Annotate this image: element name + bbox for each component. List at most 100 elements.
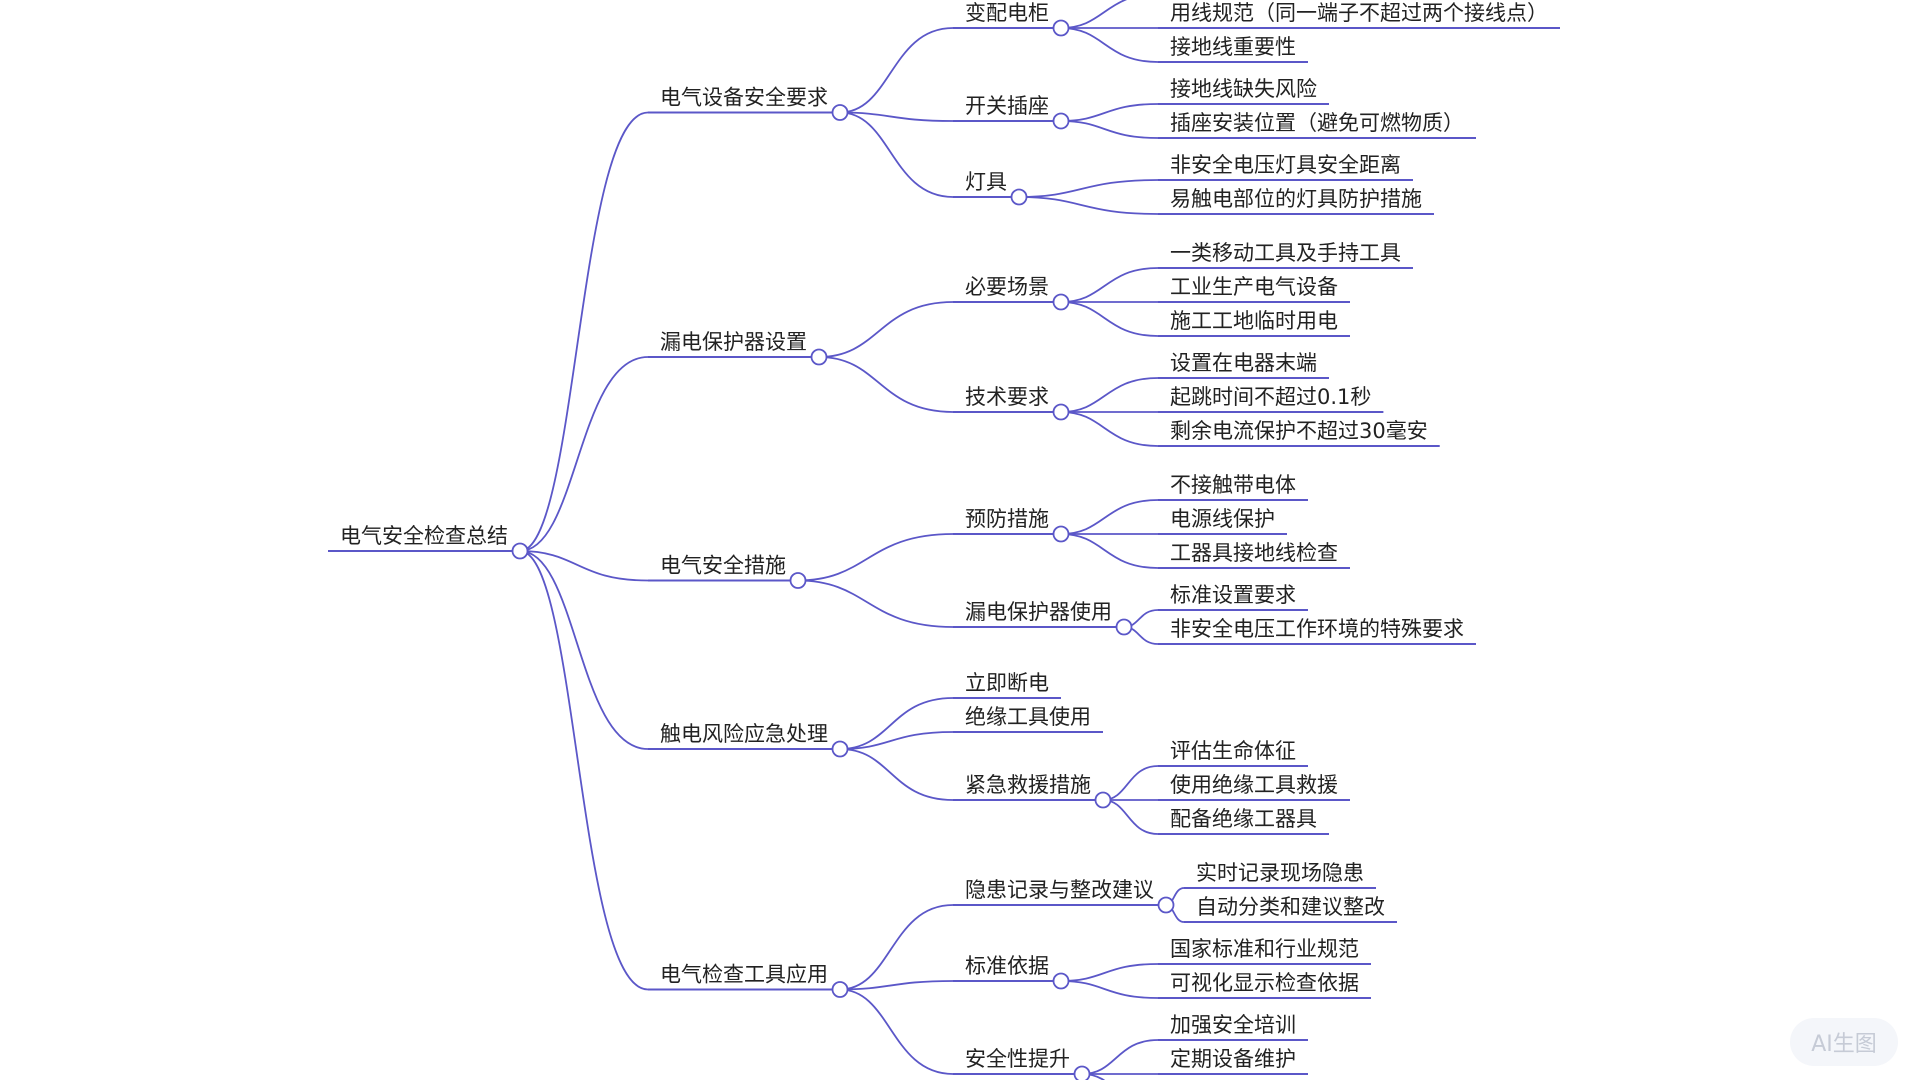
node-depth-2[interactable]: 预防措施	[953, 507, 1070, 543]
branch-connector	[1018, 196, 1159, 215]
branch-connector	[839, 731, 954, 750]
connector-layer	[519, 0, 1185, 1080]
node-depth-3[interactable]: 自动分类和建议整改	[1183, 895, 1397, 923]
node-depth-3[interactable]: 实时记录现场隐患	[1183, 861, 1376, 889]
branch-connector	[1060, 499, 1159, 535]
node-depth-2[interactable]: 技术要求	[953, 385, 1070, 421]
node-label: 用线规范（同一端子不超过两个接线点）	[1170, 1, 1548, 25]
collapse-toggle-icon[interactable]	[1052, 972, 1070, 990]
node-label: 自动分类和建议整改	[1196, 895, 1385, 919]
node-depth-3[interactable]: 易触电部位的灯具防护措施	[1158, 187, 1434, 215]
collapse-toggle-icon[interactable]	[831, 740, 849, 758]
node-depth-2[interactable]: 必要场景	[953, 275, 1070, 311]
collapse-toggle-icon[interactable]	[831, 104, 849, 121]
branch-connector	[839, 27, 954, 114]
root-node[interactable]: 电气安全检查总结	[328, 524, 529, 560]
node-depth-3[interactable]: 配备绝缘工器具	[1158, 807, 1329, 835]
branch-connector	[1060, 980, 1159, 999]
node-depth-3[interactable]: 设置在电器末端	[1158, 351, 1329, 379]
node-label: 一类移动工具及手持工具	[1170, 241, 1401, 265]
collapse-toggle-icon[interactable]	[1157, 896, 1175, 914]
branch-connector	[839, 748, 954, 801]
node-depth-3[interactable]: 定期设备维护	[1158, 1047, 1308, 1075]
collapse-toggle-icon[interactable]	[1052, 293, 1070, 311]
node-depth-3[interactable]: 插座安装位置（避免可燃物质）	[1158, 111, 1476, 139]
collapse-toggle-icon[interactable]	[1010, 188, 1028, 206]
collapse-toggle-icon[interactable]	[789, 572, 807, 589]
node-label: 评估生命体征	[1170, 739, 1296, 763]
node-depth-1[interactable]: 电气安全措施	[648, 554, 807, 589]
node-depth-3[interactable]: 接地线重要性	[1158, 35, 1308, 63]
branch-connector	[839, 904, 954, 991]
node-depth-3[interactable]: 电源线保护	[1158, 507, 1287, 535]
branch-connector	[839, 697, 954, 750]
node-depth-3[interactable]: 标准设置要求	[1158, 583, 1308, 611]
collapse-toggle-icon[interactable]	[1052, 403, 1070, 421]
node-label: 剩余电流保护不超过30毫安	[1170, 419, 1428, 443]
collapse-toggle-icon[interactable]	[1094, 791, 1112, 809]
node-depth-2[interactable]: 隐患记录与整改建议	[953, 878, 1175, 914]
branch-connector	[1081, 1073, 1106, 1080]
collapse-toggle-icon[interactable]	[1052, 525, 1070, 543]
branch-connector	[839, 111, 954, 122]
node-depth-3[interactable]: 接地线缺失风险	[1158, 77, 1329, 105]
node-label: 电气设备安全要求	[660, 86, 828, 110]
node-label: 可视化显示检查依据	[1170, 971, 1359, 995]
node-label: 工器具接地线检查	[1170, 541, 1338, 565]
node-depth-2[interactable]: 立即断电	[953, 671, 1061, 699]
node-label: 电源线保护	[1170, 507, 1275, 531]
collapse-toggle-icon[interactable]	[831, 981, 849, 998]
node-label: 施工工地临时用电	[1170, 309, 1338, 333]
node-depth-3[interactable]: 工业生产电气设备	[1158, 275, 1350, 303]
node-depth-3[interactable]: 可视化显示检查依据	[1158, 971, 1371, 999]
node-depth-3[interactable]: 起跳时间不超过0.1秒	[1158, 385, 1384, 413]
node-depth-2[interactable]: 紧急救援措施	[953, 773, 1112, 809]
node-label: 电气检查工具应用	[660, 963, 828, 987]
branch-connector	[519, 550, 649, 750]
node-depth-1[interactable]: 漏电保护器设置	[648, 330, 828, 366]
node-label: 不接触带电体	[1170, 473, 1296, 497]
node-depth-2[interactable]: 安全性提升	[953, 1047, 1091, 1080]
node-depth-3[interactable]: 用线规范（同一端子不超过两个接线点）	[1158, 1, 1560, 29]
node-depth-1[interactable]: 电气检查工具应用	[648, 963, 849, 998]
node-label: 变配电柜	[965, 1, 1049, 25]
node-depth-3[interactable]: 非安全电压灯具安全距离	[1158, 153, 1413, 181]
collapse-toggle-icon[interactable]	[810, 348, 828, 366]
node-depth-2[interactable]: 漏电保护器使用	[953, 600, 1133, 636]
node-depth-2[interactable]: 标准依据	[953, 954, 1070, 990]
branch-connector	[1060, 103, 1159, 122]
node-label: 技术要求	[965, 385, 1049, 409]
node-depth-3[interactable]: 评估生命体征	[1158, 739, 1308, 767]
node-depth-2[interactable]: 灯具	[953, 170, 1028, 206]
node-label: 国家标准和行业规范	[1170, 937, 1359, 961]
branch-connector	[1060, 301, 1159, 337]
node-depth-1[interactable]: 触电风险应急处理	[648, 722, 849, 758]
node-depth-3[interactable]: 使用绝缘工具救援	[1158, 773, 1350, 801]
collapse-toggle-icon[interactable]	[1052, 19, 1070, 37]
node-depth-3[interactable]: 不接触带电体	[1158, 473, 1308, 501]
node-depth-2[interactable]: 开关插座	[953, 94, 1070, 130]
node-depth-2[interactable]: 变配电柜	[953, 1, 1070, 37]
node-depth-3[interactable]: 非安全电压工作环境的特殊要求	[1158, 617, 1476, 645]
node-depth-3[interactable]: 加强安全培训	[1158, 1013, 1308, 1041]
node-depth-3[interactable]: 施工工地临时用电	[1158, 309, 1350, 337]
node-depth-3[interactable]: 工器具接地线检查	[1158, 541, 1350, 569]
node-depth-3[interactable]: 一类移动工具及手持工具	[1158, 241, 1413, 269]
node-label: 漏电保护器使用	[965, 600, 1112, 624]
collapse-toggle-icon[interactable]	[1115, 618, 1133, 636]
branch-connector	[797, 533, 954, 582]
node-label: 触电风险应急处理	[660, 722, 828, 746]
collapse-toggle-icon[interactable]	[1052, 112, 1070, 130]
branch-connector	[839, 980, 954, 991]
node-depth-3[interactable]: 剩余电流保护不超过30毫安	[1158, 419, 1440, 447]
node-label: 设置在电器末端	[1170, 351, 1317, 375]
node-depth-2[interactable]: 绝缘工具使用	[953, 705, 1103, 733]
branch-connector	[1060, 533, 1159, 569]
node-label: 工业生产电气设备	[1170, 275, 1338, 299]
node-label: 紧急救援措施	[965, 773, 1091, 797]
node-depth-3[interactable]: 国家标准和行业规范	[1158, 937, 1371, 965]
branch-connector	[1060, 0, 1128, 29]
collapse-toggle-icon[interactable]	[1073, 1065, 1091, 1080]
node-depth-1[interactable]: 电气设备安全要求	[648, 86, 849, 121]
collapse-toggle-icon[interactable]	[511, 542, 529, 560]
